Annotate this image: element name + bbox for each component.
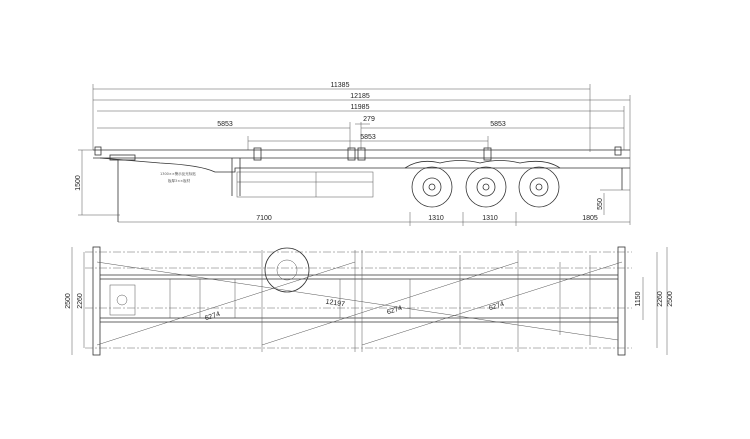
plan-view: 6274 12197 6274 6274 2500 2260 1150 2260… — [65, 246, 674, 356]
diagonals: 6274 12197 6274 6274 — [96, 261, 623, 346]
dim-left-span: 5853 — [217, 121, 233, 128]
diag-label-2: 12197 — [325, 299, 345, 309]
dim-axle-1: 1310 — [428, 215, 444, 222]
dim-width-outer-left: 2500 — [65, 293, 72, 309]
top-dimensions: 11385 12185 11985 5853 5853 5853 279 — [92, 82, 631, 225]
dim-height: 1500 — [75, 175, 82, 191]
dim-width-outer-right: 2500 — [667, 291, 674, 307]
dim-width-inner-right: 2260 — [657, 291, 664, 307]
note-plate: 板厚3××板材 — [168, 178, 191, 183]
dim-rear-height: 550 — [597, 198, 604, 210]
bottom-dimensions: 7100 1310 1310 1805 — [118, 212, 630, 226]
note-reflective: 1300××警示反光标贴 — [160, 171, 196, 176]
dim-middle-span: 5853 — [360, 134, 376, 141]
dim-overall-c: 11985 — [351, 104, 370, 111]
side-view: 11385 12185 11985 5853 5853 5853 279 — [75, 82, 631, 226]
dim-overall-b: 12185 — [350, 93, 370, 100]
dim-width-inner-left: 2260 — [77, 293, 84, 309]
dim-rail-spacing: 1150 — [635, 291, 642, 306]
wheels — [411, 166, 560, 208]
dim-right-span: 5853 — [490, 121, 506, 128]
diag-label-3: 6274 — [386, 305, 403, 317]
dim-kingpin-axle: 7100 — [256, 215, 272, 222]
spare-tire — [264, 247, 310, 293]
diag-label-4: 6274 — [488, 301, 505, 313]
crossmembers — [109, 250, 591, 352]
dim-offset: 279 — [363, 116, 375, 123]
dim-overall-a: 11385 — [331, 82, 350, 89]
diag-label-1: 6274 — [204, 311, 221, 323]
dim-axle-2: 1310 — [482, 215, 498, 222]
dim-rear-overhang: 1805 — [582, 215, 598, 222]
frame-side — [93, 146, 630, 222]
